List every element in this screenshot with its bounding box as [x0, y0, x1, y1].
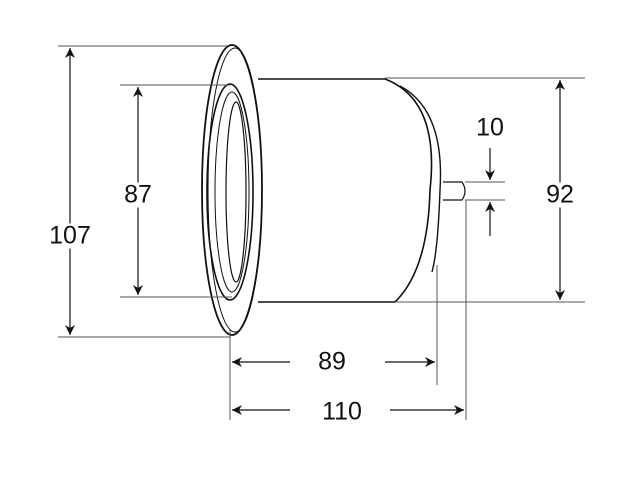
dim-label-87: 87 [122, 180, 154, 209]
cylinder-body [258, 78, 442, 303]
dim-label-92: 92 [544, 180, 576, 209]
dim-label-107: 107 [47, 221, 93, 250]
dim-label-110: 110 [320, 397, 364, 426]
pin [443, 181, 466, 201]
flange [201, 44, 263, 336]
extension-lines [58, 45, 585, 420]
dim-label-89: 89 [316, 347, 348, 376]
dim-label-10: 10 [474, 113, 506, 142]
